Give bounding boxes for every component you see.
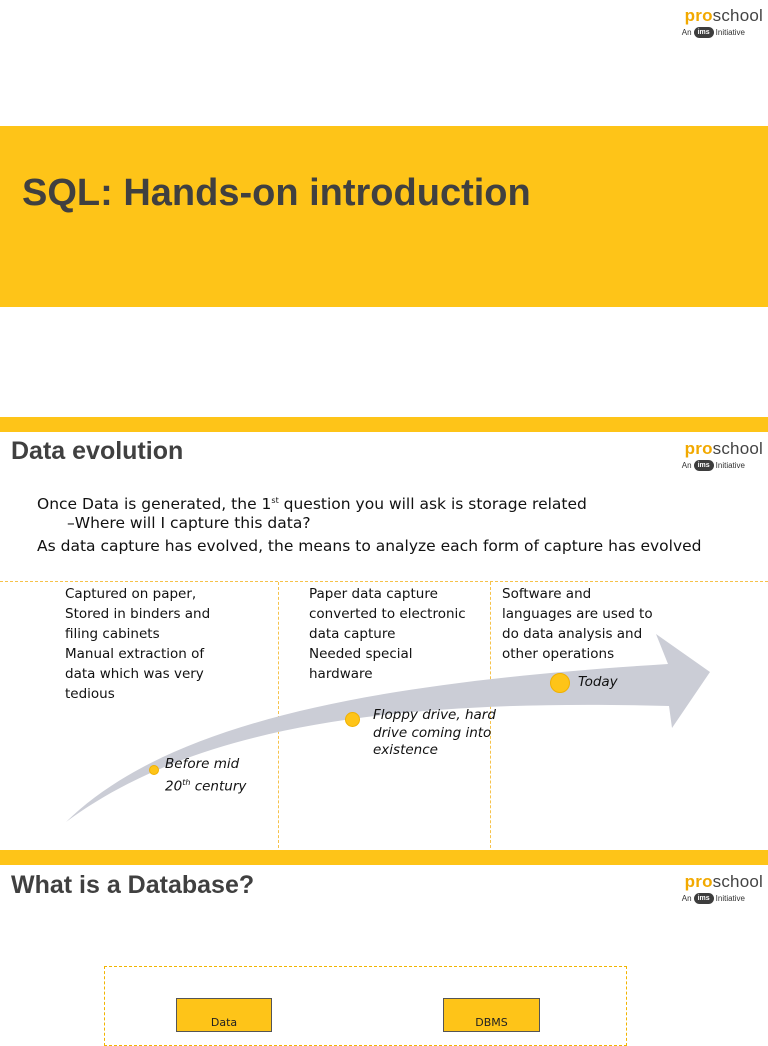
slide-divider bbox=[0, 417, 768, 432]
ims-badge: ims bbox=[693, 893, 714, 904]
timeline-top-border bbox=[0, 581, 768, 582]
milestone-dot bbox=[550, 673, 570, 693]
milestone-floppy-drive: Floppy drive, hard drive coming into exi… bbox=[373, 707, 496, 758]
logo-wordmark: proschool bbox=[684, 439, 763, 458]
milestone-dot bbox=[149, 765, 159, 775]
intro-line-1: Once Data is generated, the 1st question… bbox=[37, 495, 587, 514]
intro-line-2: –Where will I capture this data? bbox=[67, 514, 311, 532]
logo-wordmark: proschool bbox=[684, 6, 763, 25]
slide-heading-data-evolution: Data evolution bbox=[11, 437, 184, 465]
title-banner bbox=[0, 126, 768, 307]
logo-wordmark: proschool bbox=[684, 872, 763, 891]
timeline-arrow bbox=[66, 634, 710, 822]
timeline-column-3: Software and languages are used to do da… bbox=[502, 586, 653, 662]
milestone-before-mid-20th-century: Before mid 20th century bbox=[165, 756, 247, 794]
timeline-column-divider bbox=[278, 582, 279, 848]
timeline-column-divider bbox=[490, 582, 491, 848]
slide-heading-what-is-a-database: What is a Database? bbox=[11, 871, 255, 899]
milestone-dot bbox=[345, 712, 360, 727]
milestone-today: Today bbox=[578, 674, 618, 690]
timeline-column-1: Captured on paper, Stored in binders and… bbox=[65, 586, 211, 702]
timeline-column-2: Paper data capture converted to electron… bbox=[309, 586, 466, 682]
intro-line-3: As data capture has evolved, the means t… bbox=[37, 537, 702, 555]
slide-title: SQL: Hands-on introduction bbox=[22, 172, 531, 214]
data-box: Data bbox=[176, 998, 272, 1032]
ims-badge: ims bbox=[693, 27, 714, 38]
slide-divider bbox=[0, 850, 768, 865]
dbms-box: DBMS bbox=[443, 998, 540, 1032]
ims-badge: ims bbox=[693, 460, 714, 471]
